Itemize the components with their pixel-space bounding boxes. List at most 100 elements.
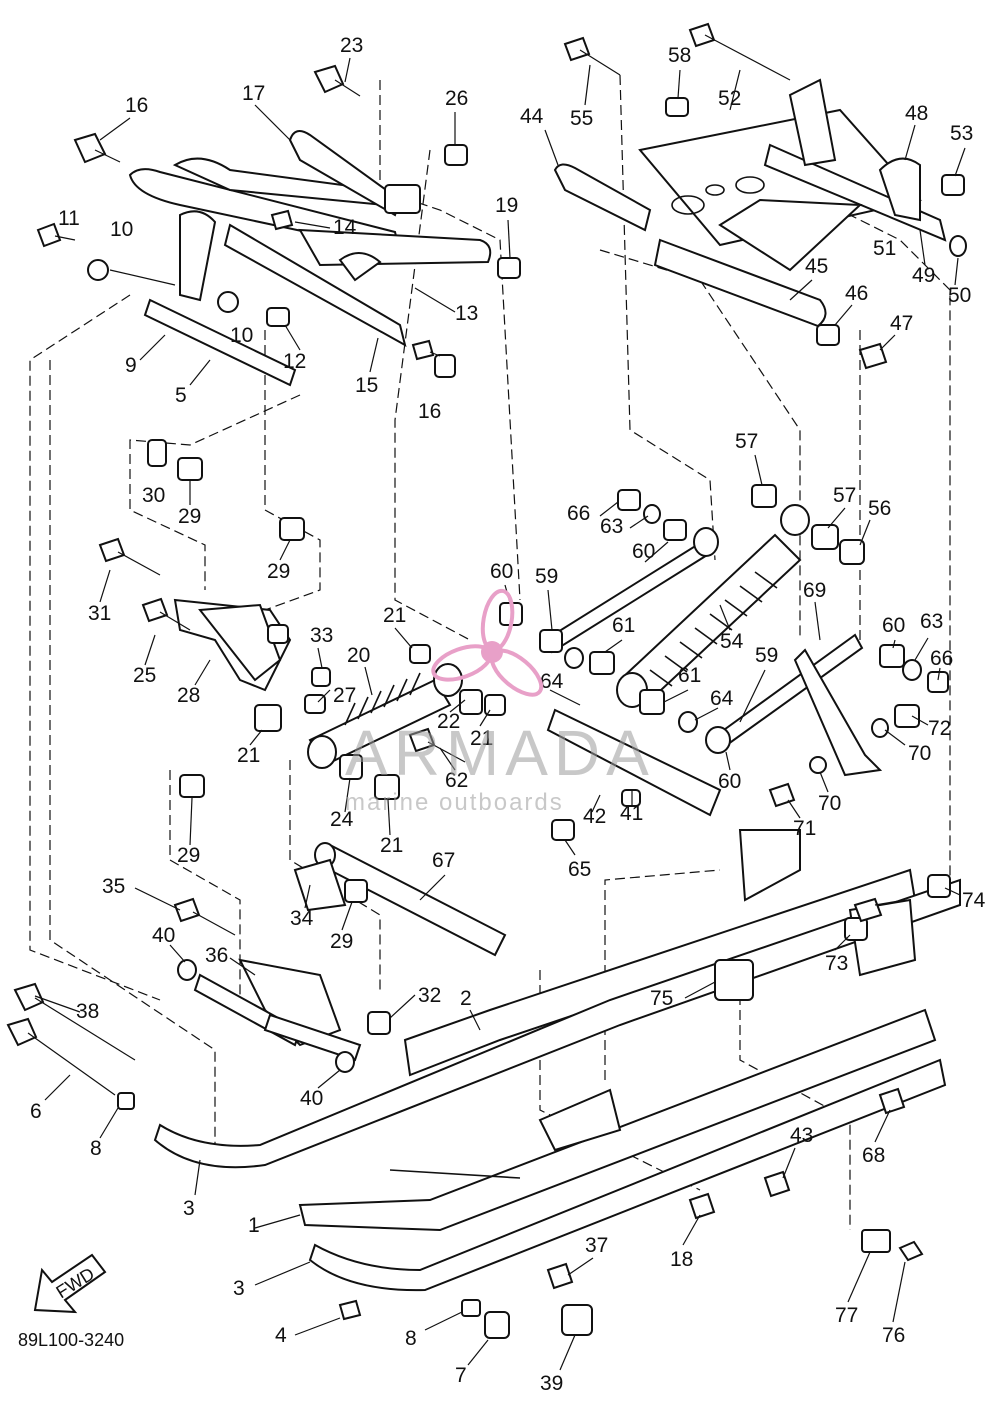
brackets xyxy=(173,598,362,1062)
callout-70: 70 xyxy=(818,792,841,815)
callout-48: 48 xyxy=(905,102,928,125)
front-shock-absorber xyxy=(307,663,463,769)
shafts-and-rods xyxy=(293,527,883,957)
callout-59: 59 xyxy=(535,565,558,588)
callout-21: 21 xyxy=(470,727,493,750)
callout-70: 70 xyxy=(908,742,931,765)
callout-60: 60 xyxy=(718,770,741,793)
callout-21: 21 xyxy=(237,744,260,767)
callout-49: 49 xyxy=(912,264,935,287)
callout-34: 34 xyxy=(290,907,314,930)
callout-66: 66 xyxy=(567,502,590,525)
callout-33: 33 xyxy=(310,624,333,647)
callout-2: 2 xyxy=(460,987,472,1010)
callout-60: 60 xyxy=(632,540,655,563)
callout-44: 44 xyxy=(520,105,544,128)
callout-21: 21 xyxy=(383,604,406,627)
diagram-code: 89L100-3240 xyxy=(18,1330,124,1350)
callout-59: 59 xyxy=(755,644,778,667)
callout-42: 42 xyxy=(583,805,606,828)
propeller-logo-icon xyxy=(431,588,544,697)
callout-20: 20 xyxy=(347,644,370,667)
callout-51: 51 xyxy=(873,237,896,260)
callout-3: 3 xyxy=(233,1277,245,1300)
callout-39: 39 xyxy=(540,1372,563,1395)
callout-35: 35 xyxy=(102,875,125,898)
callout-57: 57 xyxy=(833,484,856,507)
callout-67: 67 xyxy=(432,849,455,872)
callout-56: 56 xyxy=(868,497,891,520)
fwd-arrow: FWD xyxy=(33,1253,107,1314)
callout-43: 43 xyxy=(790,1124,813,1147)
callout-29: 29 xyxy=(177,844,200,867)
callout-8: 8 xyxy=(405,1327,417,1350)
callout-21: 21 xyxy=(380,834,403,857)
callout-4: 4 xyxy=(275,1324,287,1347)
callout-14: 14 xyxy=(333,216,357,239)
callout-68: 68 xyxy=(862,1144,885,1167)
long-bolts xyxy=(27,34,906,1096)
callout-76: 76 xyxy=(882,1324,905,1347)
callout-63: 63 xyxy=(600,515,623,538)
callout-18: 18 xyxy=(670,1248,693,1271)
callout-65: 65 xyxy=(568,858,591,881)
callout-8: 8 xyxy=(90,1137,102,1160)
callout-61: 61 xyxy=(678,664,701,687)
callout-73: 73 xyxy=(825,952,848,975)
callout-6: 6 xyxy=(30,1100,42,1123)
callout-55: 55 xyxy=(570,107,593,130)
callout-40: 40 xyxy=(152,924,175,947)
callout-25: 25 xyxy=(133,664,156,687)
callout-45: 45 xyxy=(805,255,828,278)
callout-7: 7 xyxy=(455,1364,467,1387)
callout-47: 47 xyxy=(890,312,913,335)
callout-9: 9 xyxy=(125,354,137,377)
callout-74: 74 xyxy=(962,889,986,912)
callout-26: 26 xyxy=(445,87,468,110)
hardware xyxy=(6,22,967,1339)
callout-16: 16 xyxy=(418,400,441,423)
callout-5: 5 xyxy=(175,384,187,407)
callout-28: 28 xyxy=(177,684,200,707)
callout-58: 58 xyxy=(668,44,691,67)
callout-53: 53 xyxy=(950,122,973,145)
callout-15: 15 xyxy=(355,374,378,397)
callout-22: 22 xyxy=(437,710,460,733)
watermark: ARMADA marine outboards xyxy=(345,588,649,816)
callout-23: 23 xyxy=(340,34,363,57)
callout-61: 61 xyxy=(612,614,635,637)
slide-rails xyxy=(153,829,961,1292)
callout-64: 64 xyxy=(710,687,734,710)
callout-31: 31 xyxy=(88,602,111,625)
callout-labels: 1 2 3 3 4 5 6 7 8 8 9 10 10 11 12 13 14 … xyxy=(30,34,986,1395)
callout-24: 24 xyxy=(330,808,354,831)
callout-37: 37 xyxy=(585,1234,608,1257)
callout-46: 46 xyxy=(845,282,868,305)
callout-3: 3 xyxy=(183,1197,195,1220)
watermark-tagline: marine outboards xyxy=(345,789,564,816)
callout-30: 30 xyxy=(142,484,165,507)
callout-17: 17 xyxy=(242,82,265,105)
callout-36: 36 xyxy=(205,944,228,967)
callout-19: 19 xyxy=(495,194,518,217)
leader-lines xyxy=(34,57,966,1371)
callout-77: 77 xyxy=(835,1304,858,1327)
callout-12: 12 xyxy=(283,350,306,373)
callout-38: 38 xyxy=(76,1000,99,1023)
callout-54: 54 xyxy=(720,630,744,653)
callout-10: 10 xyxy=(110,218,133,241)
callout-60: 60 xyxy=(882,614,905,637)
callout-29: 29 xyxy=(330,930,353,953)
callout-69: 69 xyxy=(803,579,826,602)
callout-11: 11 xyxy=(58,207,80,230)
callout-29: 29 xyxy=(178,505,201,528)
callout-40: 40 xyxy=(300,1087,323,1110)
callout-52: 52 xyxy=(718,87,741,110)
callout-60: 60 xyxy=(490,560,513,583)
callout-72: 72 xyxy=(928,717,951,740)
callout-64: 64 xyxy=(540,670,564,693)
callout-13: 13 xyxy=(455,302,478,325)
callout-29: 29 xyxy=(267,560,290,583)
callout-71: 71 xyxy=(793,817,816,840)
